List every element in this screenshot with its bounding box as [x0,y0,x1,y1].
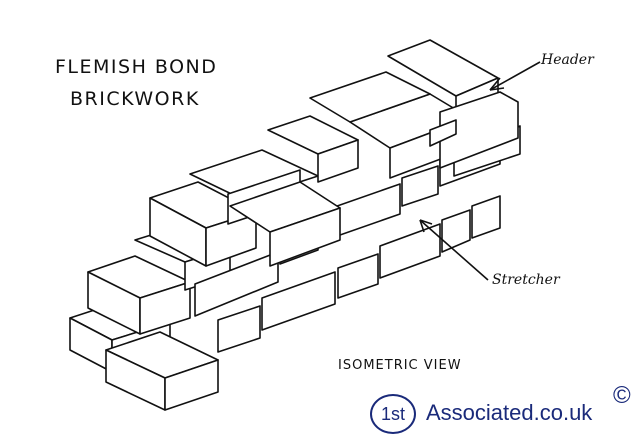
stretcher-label: Stretcher [492,272,560,288]
stretcher-arrow [419,219,489,281]
logo-circle: 1st [370,394,416,434]
header-arrow [489,61,541,91]
header-label: Header [541,52,594,68]
site-logo: 1st Associated.co.uk © [370,382,640,436]
title-line-1: FLEMISH BOND [55,56,218,78]
bottom-course [69,195,501,411]
view-label: ISOMETRIC VIEW [338,358,462,373]
logo-text: Associated.co.uk [426,400,593,425]
top-course [387,39,519,169]
title-line-2: BRICKWORK [70,88,200,110]
copyright-icon: © [613,382,631,409]
